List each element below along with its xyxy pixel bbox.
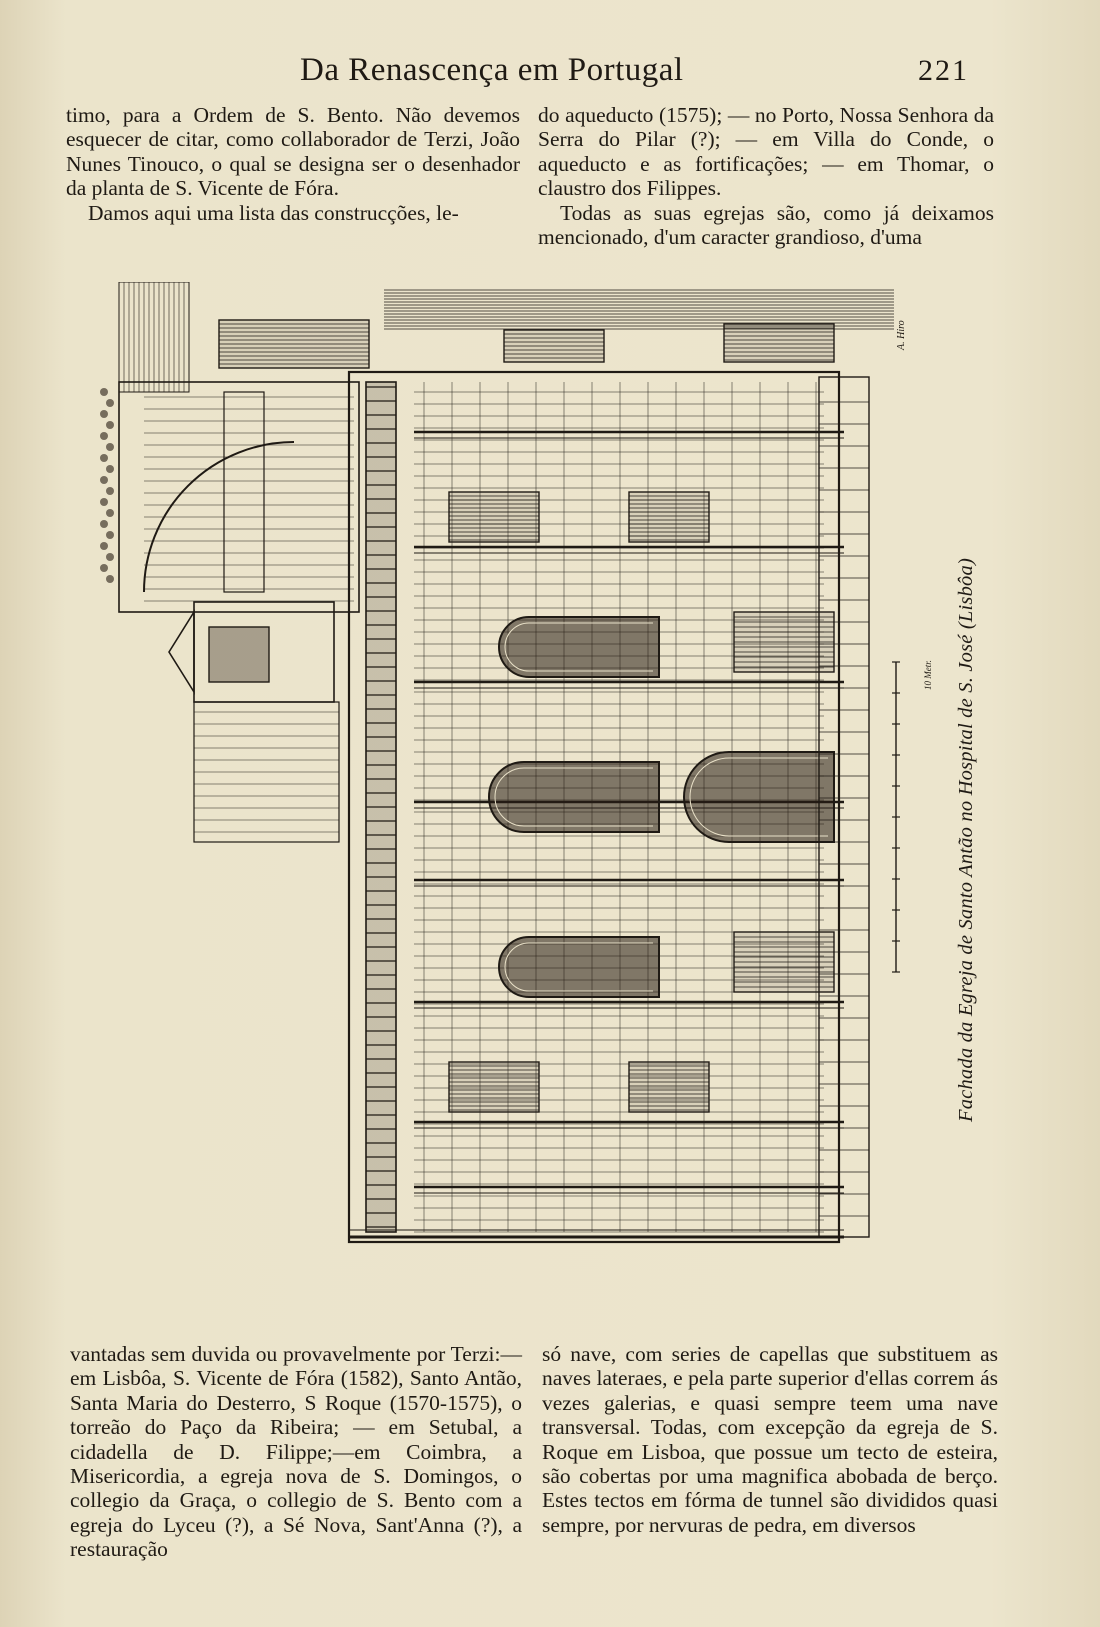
scale-label: 10 Metr.: [923, 660, 933, 690]
paragraph: só nave, com series de capellas que subs…: [542, 1342, 998, 1537]
figure-caption: Fachada da Egreja de Santo Antão no Hosp…: [955, 558, 977, 1122]
running-head: Da Renascença em Portugal 221: [0, 52, 1100, 92]
paragraph: Todas as suas egrejas são, como já deixa…: [538, 200, 994, 250]
column-right-bottom: só nave, com series de capellas que subs…: [542, 1342, 998, 1537]
column-left-bottom: vantadas sem duvida ou provavelmente por…: [70, 1342, 522, 1562]
running-title: Da Renascença em Portugal: [300, 52, 684, 88]
engraving-icon: [100, 282, 900, 1244]
paragraph: timo, para a Ordem de S. Bento. Não deve…: [66, 103, 520, 201]
page-number: 221: [918, 54, 969, 87]
paragraph: do aqueducto (1575); — no Porto, Nossa S…: [538, 103, 994, 201]
column-right-top: do aqueducto (1575); — no Porto, Nossa S…: [538, 103, 994, 249]
paragraph: Damos aqui uma lista das construcções, l…: [88, 200, 459, 225]
facade-engraving: [84, 282, 944, 1282]
paragraph: vantadas sem duvida ou provavelmente por…: [70, 1342, 522, 1562]
engraver-signature: A. Hiro: [896, 320, 907, 350]
column-left-top: timo, para a Ordem de S. Bento. Não deve…: [66, 103, 520, 225]
